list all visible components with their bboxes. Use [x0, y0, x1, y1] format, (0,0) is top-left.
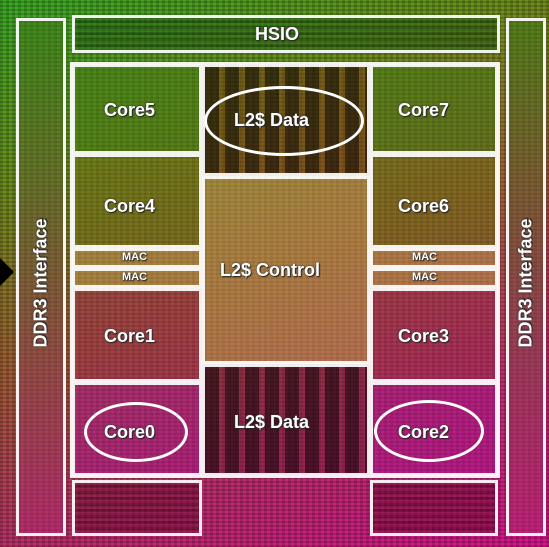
bottom-io-left-block [72, 480, 202, 536]
l2-control-label: L2$ Control [220, 260, 320, 281]
mac-left-1-label: MAC [122, 251, 147, 263]
pointer-arrow-icon [0, 252, 14, 292]
ddr3-interface-right-label: DDR3 Interface [516, 218, 537, 347]
bottom-io-right-block [370, 480, 498, 536]
core7-label: Core7 [398, 100, 449, 121]
hsio-label: HSIO [255, 24, 299, 45]
l2-data-top-label: L2$ Data [234, 110, 309, 131]
core2-label: Core2 [398, 422, 449, 443]
l2-data-bottom-label: L2$ Data [234, 412, 309, 433]
mac-right-1-label: MAC [412, 251, 437, 263]
core1-label: Core1 [104, 326, 155, 347]
core5-label: Core5 [104, 100, 155, 121]
core3-label: Core3 [398, 326, 449, 347]
mac-right-2-label: MAC [412, 271, 437, 283]
core0-label: Core0 [104, 422, 155, 443]
mac-left-2-label: MAC [122, 271, 147, 283]
core6-label: Core6 [398, 196, 449, 217]
ddr3-interface-left-label: DDR3 Interface [31, 218, 52, 347]
core4-label: Core4 [104, 196, 155, 217]
